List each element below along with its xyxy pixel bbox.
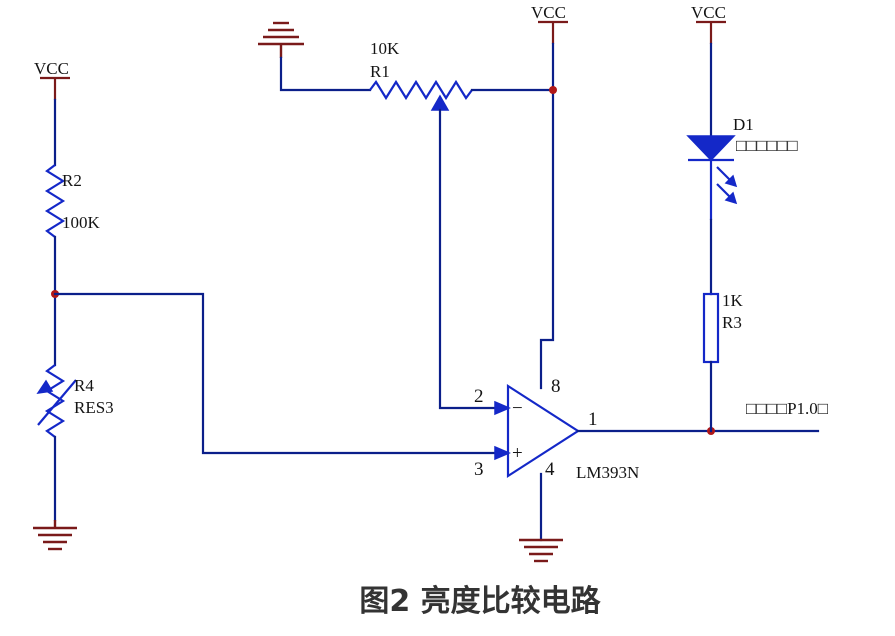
vcc-center: VCC (531, 3, 568, 44)
r1-ref: R1 (370, 62, 390, 81)
r1-value: 10K (370, 39, 400, 58)
pin-vcc-number: 8 (551, 376, 561, 397)
d1-note: □□□□□□ (736, 136, 798, 155)
wire-vcc-pin8 (539, 42, 555, 390)
r4-variable-arrow (37, 379, 77, 426)
pin-gnd-number: 4 (545, 459, 555, 480)
vcc-center-label: VCC (531, 3, 566, 22)
vcc-right: VCC (691, 3, 726, 44)
wire-divider-to-plus (53, 292, 497, 455)
pin-minus-number: 2 (474, 386, 484, 407)
resistor-r3 (702, 292, 720, 364)
pin3-arrow (494, 445, 511, 461)
minus-sign: − (512, 398, 523, 419)
junction-vcc-r1 (549, 86, 557, 94)
resistor-r2 (44, 164, 66, 238)
pin2-arrow (494, 400, 511, 416)
resistor-r4 (44, 364, 66, 438)
r2-ref: R2 (62, 171, 82, 190)
pin-out-number: 1 (588, 409, 598, 430)
comparator-lm393n (506, 383, 581, 479)
r2-value: 100K (62, 213, 101, 232)
r3-ref: R3 (722, 313, 742, 332)
figure-caption: 图2 亮度比较电路 (359, 584, 601, 619)
output-net-label: □□□□P1.0□ (746, 399, 828, 418)
r3-value: 1K (722, 291, 744, 310)
r4-value: RES3 (74, 398, 114, 417)
vcc-left: VCC (34, 59, 70, 100)
plus-sign: + (512, 443, 523, 464)
comparator-part: LM393N (576, 463, 639, 482)
ground-top (258, 21, 304, 58)
r4-ref: R4 (74, 376, 94, 395)
ground-left (33, 520, 77, 551)
wire-gnd-r1 (279, 56, 372, 92)
wire-wiper-to-minus (438, 108, 497, 410)
pin-plus-number: 3 (474, 459, 484, 480)
ground-bottom (519, 538, 563, 563)
led-d1 (686, 135, 736, 162)
d1-ref: D1 (733, 115, 754, 134)
vcc-left-label: VCC (34, 59, 69, 78)
potentiometer-r1 (369, 79, 473, 101)
vcc-right-label: VCC (691, 3, 726, 22)
led-light-arrows (716, 166, 738, 205)
r4-arrow-head (36, 379, 54, 394)
